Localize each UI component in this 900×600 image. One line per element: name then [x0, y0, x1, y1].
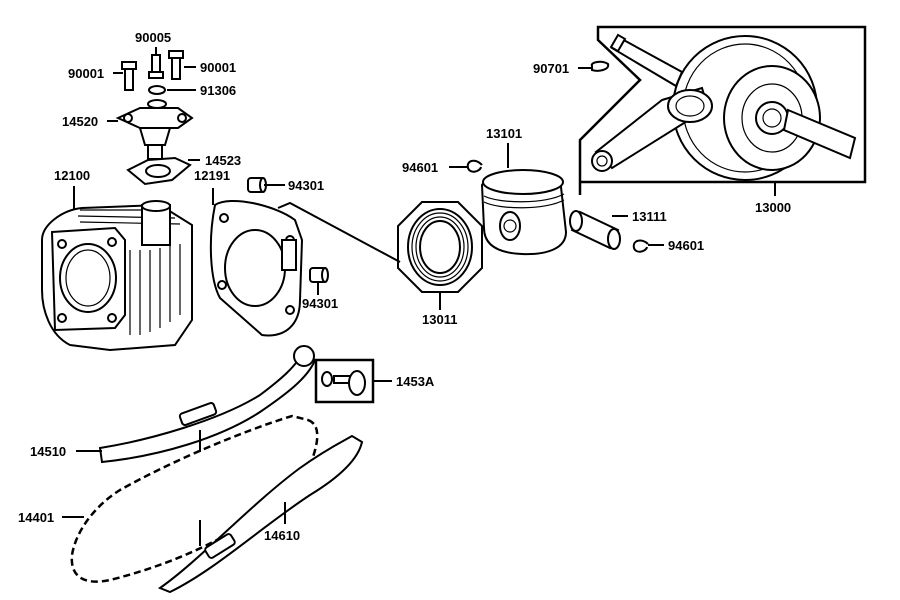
label-14401: 14401 [18, 510, 54, 525]
piston-rings-13011 [397, 201, 483, 293]
cylinder-12100 [41, 200, 193, 352]
cam-chain-14401 [70, 414, 319, 583]
label-90001-left: 90001 [68, 66, 104, 81]
label-94601-left: 94601 [402, 160, 438, 175]
label-13000: 13000 [755, 200, 791, 215]
crankshaft-13000 [578, 25, 867, 195]
label-14520: 14520 [62, 114, 98, 129]
circlip-94601-left [466, 159, 483, 173]
label-1453A: 1453A [396, 374, 435, 389]
label-90005: 90005 [135, 30, 171, 45]
label-94301-upper: 94301 [288, 178, 324, 193]
label-14610: 14610 [264, 528, 300, 543]
label-14510: 14510 [30, 444, 66, 459]
piston-pin-13111 [569, 210, 621, 250]
label-13011: 13011 [422, 312, 457, 327]
label-90701: 90701 [533, 61, 569, 76]
tensioner-14520 [115, 107, 194, 160]
chain-guide-14610 [157, 434, 364, 594]
chain-guide-14510 [98, 345, 317, 464]
key-90701 [590, 60, 610, 72]
dowel-94301-lower [309, 267, 329, 283]
bolt-90001-left [121, 61, 137, 91]
dowel-94301-upper [247, 177, 267, 193]
piston-13101 [480, 169, 568, 256]
gasket-12191 [209, 199, 304, 337]
washer-91306 [147, 85, 167, 109]
label-94601-right: 94601 [668, 238, 704, 253]
gasket-14523 [126, 156, 192, 186]
label-90001-right: 90001 [200, 60, 236, 75]
bolt-1453A [314, 358, 375, 404]
bolt-90001-right [168, 50, 184, 80]
label-13101: 13101 [486, 126, 522, 141]
label-12191: 12191 [194, 168, 230, 183]
label-94301-lower: 94301 [302, 296, 338, 311]
bolt-90005 [148, 47, 164, 79]
label-12100: 12100 [54, 168, 90, 183]
label-91306: 91306 [200, 83, 236, 98]
label-13111: 13111 [632, 209, 667, 224]
circlip-94601-right [632, 239, 649, 253]
link-line-12191-13011 [277, 201, 401, 263]
label-14523: 14523 [205, 153, 241, 168]
